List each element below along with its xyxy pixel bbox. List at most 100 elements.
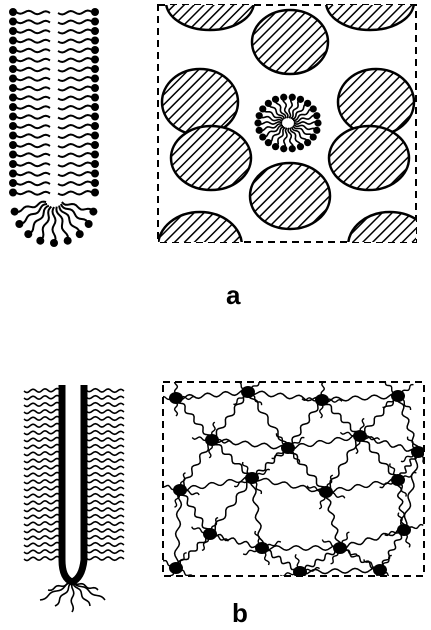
lipid-tail [86, 550, 124, 554]
lipid-head [9, 132, 17, 140]
lipid-head [91, 65, 99, 73]
lipid-head [85, 220, 93, 228]
junction-node [391, 390, 405, 402]
lipid-tail [24, 557, 60, 561]
lipid-head [36, 237, 44, 245]
lipid-tail [16, 30, 50, 33]
lipid-head [297, 143, 304, 150]
lipid-tail [16, 182, 50, 185]
panel-label-a: a [226, 280, 241, 310]
hatched-droplet [329, 126, 409, 190]
lipid-tail [24, 529, 60, 533]
lipid-head [9, 113, 17, 121]
lipid-tail [86, 396, 124, 400]
lipid-tail [71, 582, 74, 612]
lipid-head [91, 189, 99, 197]
lipid-head [91, 122, 99, 130]
lipid-tail [86, 424, 124, 428]
lipid-tail [24, 501, 60, 505]
lipid-head [289, 94, 296, 101]
lipid-head [76, 230, 84, 238]
junction-node [281, 442, 295, 454]
lipid-tail [86, 536, 124, 540]
lipid-head [9, 75, 17, 83]
lipid-head [313, 127, 320, 134]
lipid-tail [16, 49, 50, 52]
network-strand [212, 439, 288, 448]
lipid-head [265, 139, 272, 146]
lipid-head [91, 18, 99, 26]
lipid-tail [24, 466, 60, 470]
lipid-tail [16, 144, 50, 147]
lipid-tail [16, 163, 50, 166]
lipid-head [259, 105, 266, 112]
lipid-tail [24, 424, 60, 428]
lipid-tail [24, 396, 60, 400]
lipid-tail [16, 125, 50, 128]
lipid-tail [24, 515, 60, 519]
junction-node [203, 528, 217, 540]
junction-node [169, 392, 183, 404]
lipid-tail [40, 207, 51, 241]
network-strand [262, 548, 300, 572]
lipid-tail [24, 494, 60, 498]
hatched-droplet [250, 163, 330, 229]
junction-node [319, 486, 333, 498]
lipid-tail [86, 557, 124, 561]
lipid-head [314, 119, 321, 126]
hatched-droplet [158, 212, 242, 280]
lipid-tail [58, 68, 92, 72]
lipid-head [9, 46, 17, 54]
lipid-tail [86, 438, 124, 442]
junction-node [315, 394, 329, 406]
lipid-head [91, 141, 99, 149]
lipid-head [256, 112, 263, 119]
lipid-tail [24, 536, 60, 540]
u-shaped-monolayer-b [24, 385, 124, 612]
lipid-tail [16, 115, 50, 118]
network-strand [322, 394, 398, 402]
lipid-head [9, 141, 17, 149]
lipid-tail [58, 11, 92, 15]
junction-node [373, 564, 387, 576]
network-strand [288, 400, 322, 448]
junction-node [391, 474, 405, 486]
lipid-tail [16, 20, 50, 23]
head-layer [62, 385, 84, 582]
lipid-head [289, 145, 296, 152]
lipid-tail [58, 49, 92, 53]
lipid-tail [24, 522, 60, 526]
lipid-head [91, 75, 99, 83]
lipid-head [9, 179, 17, 187]
lipid-tail [16, 191, 50, 194]
lipid-tail [24, 410, 60, 414]
lipid-tail [16, 153, 50, 156]
lipid-head [91, 160, 99, 168]
lipid-tail [58, 58, 92, 62]
junction-node [169, 562, 183, 574]
lipid-tail [24, 452, 60, 456]
network-strand [212, 392, 248, 440]
lipid-head [9, 189, 17, 197]
network-box [156, 379, 431, 590]
lipid-tail [86, 403, 124, 407]
network-strand [326, 436, 360, 492]
network-strand [212, 440, 252, 478]
lipid-head [310, 133, 317, 140]
lipid-tail [16, 58, 50, 61]
lipid-head [272, 143, 279, 150]
lipid-head [9, 103, 17, 111]
lipid-tail [86, 417, 124, 421]
u-shaped-monolayer-a [9, 8, 99, 247]
lipid-head [91, 179, 99, 187]
lipid-tail [86, 480, 124, 484]
lipid-tail [24, 508, 60, 512]
lipid-tail [86, 445, 124, 449]
lipid-tail [58, 39, 92, 43]
hatched-droplet [252, 10, 328, 74]
lipid-head [9, 56, 17, 64]
lipid-head [91, 56, 99, 64]
lipid-tail [16, 134, 50, 137]
hatched-droplet [348, 212, 431, 280]
